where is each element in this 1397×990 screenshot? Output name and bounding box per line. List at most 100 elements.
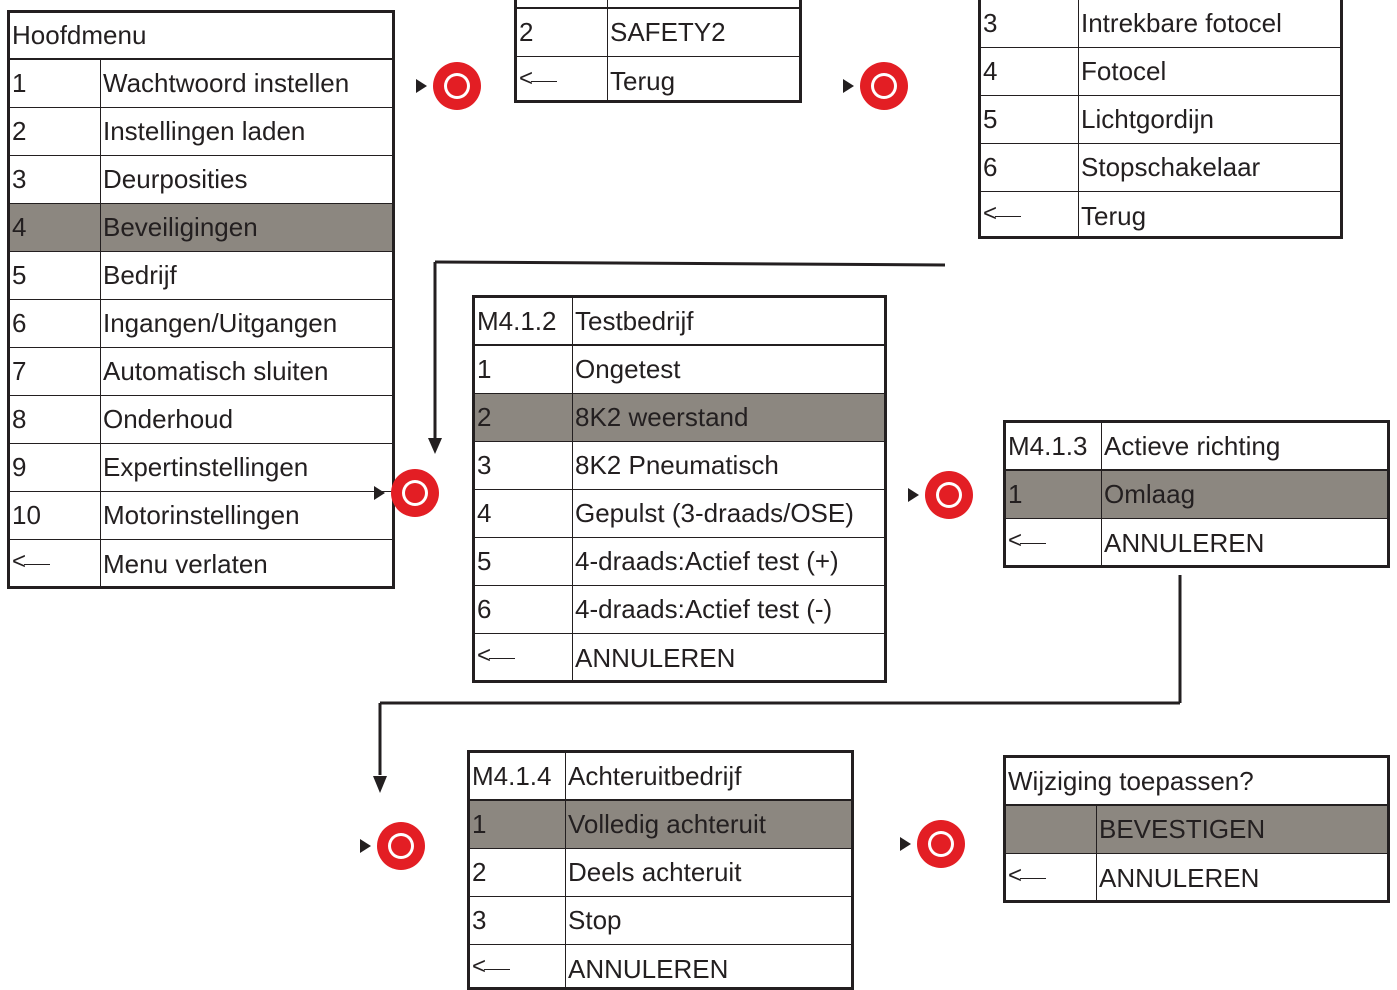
menu-item[interactable]: 1 Wachtwoord instellen xyxy=(10,60,392,108)
menu-item-label: Ongetest xyxy=(575,354,681,384)
ok-button[interactable] xyxy=(416,62,481,110)
ok-button-icon xyxy=(860,62,908,110)
pointer-arrow-icon xyxy=(908,488,919,502)
menu-item-label: Terug xyxy=(610,65,676,96)
connector-line xyxy=(434,260,946,267)
back-icon: < xyxy=(517,57,608,100)
menu-item-number: 3 xyxy=(470,897,566,944)
menu-item-back[interactable]: < ANNULEREN xyxy=(475,634,884,680)
menu-item-label: ANNULEREN xyxy=(568,953,729,984)
reverse-menu: M4.1.4 Achteruitbedrijf 1 Volledig achte… xyxy=(467,750,854,990)
menu-item-number: 6 xyxy=(981,144,1079,191)
arrowhead-down-icon xyxy=(428,438,442,454)
menu-item-label: Volledig achteruit xyxy=(568,809,767,839)
ok-button-icon xyxy=(391,469,439,517)
pointer-arrow-icon xyxy=(900,837,911,851)
menu-item-label: Deels achteruit xyxy=(568,857,742,887)
menu-item-label: Beveiligingen xyxy=(103,212,258,242)
back-icon: < xyxy=(470,945,566,987)
confirm-button[interactable]: BEVESTIGEN xyxy=(1006,806,1387,854)
menu-title: Testbedrijf xyxy=(575,305,694,336)
confirm-label: BEVESTIGEN xyxy=(1099,814,1266,844)
ok-button[interactable] xyxy=(843,62,908,110)
menu-item[interactable]: 7 Automatisch sluiten xyxy=(10,348,392,396)
menu-item[interactable]: 9 Expertinstellingen xyxy=(10,444,392,492)
cancel-label: ANNULEREN xyxy=(1099,862,1260,893)
menu-item-selected[interactable]: 4 Beveiligingen xyxy=(10,204,392,252)
confirm-menu: Wijziging toepassen? BEVESTIGEN < ANNULE… xyxy=(1003,755,1390,903)
ok-button[interactable] xyxy=(374,469,439,517)
menu-item-selected[interactable]: 1 Volledig achteruit xyxy=(470,801,851,849)
menu-item[interactable]: 3 8K2 Pneumatisch xyxy=(475,442,884,490)
menu-item-number: 1 xyxy=(470,801,566,848)
menu-item-number: 5 xyxy=(475,538,573,585)
menu-item-label: Motorinstellingen xyxy=(103,500,300,530)
menu-item-number: 2 xyxy=(517,9,608,56)
ok-button-icon xyxy=(377,822,425,870)
menu-item-label: Fotocel xyxy=(1081,56,1167,86)
cancel-button[interactable]: < ANNULEREN xyxy=(1006,854,1387,900)
ok-button[interactable] xyxy=(908,471,973,519)
menu-item-back[interactable]: < ANNULEREN xyxy=(470,945,851,987)
menu-item-number: 10 xyxy=(10,492,101,539)
menu-item[interactable]: 2 SAFETY2 xyxy=(517,9,799,57)
menu-code: M4.1.2 xyxy=(475,298,573,344)
ok-button-icon xyxy=(925,471,973,519)
menu-item[interactable]: 6 Stopschakelaar xyxy=(981,144,1340,192)
menu-item[interactable]: 5 4-draads:Actief test (+) xyxy=(475,538,884,586)
back-icon: < xyxy=(475,634,573,680)
menu-item[interactable]: 1 Ongetest xyxy=(475,346,884,394)
menu-item[interactable]: 6 Ingangen/Uitgangen xyxy=(10,300,392,348)
menu-item-back[interactable]: < Terug xyxy=(517,57,799,100)
back-icon: < xyxy=(1006,519,1102,565)
menu-item-label: 4-draads:Actief test (-) xyxy=(575,594,833,624)
type-menu: 3 Intrekbare fotocel 4 Fotocel 5 Lichtgo… xyxy=(978,0,1343,239)
back-icon: < xyxy=(981,192,1079,236)
menu-title: Achteruitbedrijf xyxy=(568,760,742,791)
menu-item-label: 8K2 weerstand xyxy=(575,402,749,432)
safety-menu: 2 SAFETY2 < Terug xyxy=(514,0,802,103)
menu-item-label: SAFETY2 xyxy=(610,17,726,47)
menu-item[interactable]: 8 Onderhoud xyxy=(10,396,392,444)
back-icon: < xyxy=(10,540,101,586)
menu-item-label: ANNULEREN xyxy=(575,642,736,673)
safety-menu-header xyxy=(517,0,799,9)
menu-item[interactable]: 5 Bedrijf xyxy=(10,252,392,300)
menu-item[interactable]: 10 Motorinstellingen xyxy=(10,492,392,540)
menu-item-label: 8K2 Pneumatisch xyxy=(575,450,779,480)
menu-item-number: 9 xyxy=(10,444,101,491)
main-menu: Hoofdmenu 1 Wachtwoord instellen 2 Inste… xyxy=(7,10,395,589)
menu-item[interactable]: 4 Gepulst (3-draads/OSE) xyxy=(475,490,884,538)
menu-item-back[interactable]: < Menu verlaten xyxy=(10,540,392,586)
menu-item-number: 1 xyxy=(10,60,101,107)
pointer-arrow-icon xyxy=(843,79,854,93)
menu-item[interactable]: 6 4-draads:Actief test (-) xyxy=(475,586,884,634)
menu-item-label: Lichtgordijn xyxy=(1081,104,1214,134)
test-menu-header: M4.1.2 Testbedrijf xyxy=(475,298,884,346)
menu-item[interactable]: 2 Deels achteruit xyxy=(470,849,851,897)
pointer-arrow-icon xyxy=(416,79,427,93)
menu-item[interactable]: 2 Instellingen laden xyxy=(10,108,392,156)
confirm-title: Wijziging toepassen? xyxy=(1008,765,1254,796)
menu-item-number: 4 xyxy=(10,204,101,251)
direction-menu-header: M4.1.3 Actieve richting xyxy=(1006,423,1387,471)
menu-item-back[interactable]: < Terug xyxy=(981,192,1340,236)
menu-item-back[interactable]: < ANNULEREN xyxy=(1006,519,1387,565)
direction-menu: M4.1.3 Actieve richting 1 Omlaag < ANNUL… xyxy=(1003,420,1390,568)
menu-item-selected[interactable]: 2 8K2 weerstand xyxy=(475,394,884,442)
menu-item[interactable]: 3 Stop xyxy=(470,897,851,945)
menu-item[interactable]: 3 Intrekbare fotocel xyxy=(981,0,1340,48)
menu-item[interactable]: 5 Lichtgordijn xyxy=(981,96,1340,144)
menu-item[interactable]: 4 Fotocel xyxy=(981,48,1340,96)
menu-item-number: 6 xyxy=(475,586,573,633)
ok-button[interactable] xyxy=(360,822,425,870)
menu-item[interactable]: 3 Deurposities xyxy=(10,156,392,204)
menu-item-number: 3 xyxy=(981,0,1079,47)
menu-item-number: 6 xyxy=(10,300,101,347)
ok-button[interactable] xyxy=(900,820,965,868)
menu-item-selected[interactable]: 1 Omlaag xyxy=(1006,471,1387,519)
menu-item-label: Intrekbare fotocel xyxy=(1081,8,1282,38)
menu-item-number: 4 xyxy=(981,48,1079,95)
menu-item-label: Instellingen laden xyxy=(103,116,306,146)
